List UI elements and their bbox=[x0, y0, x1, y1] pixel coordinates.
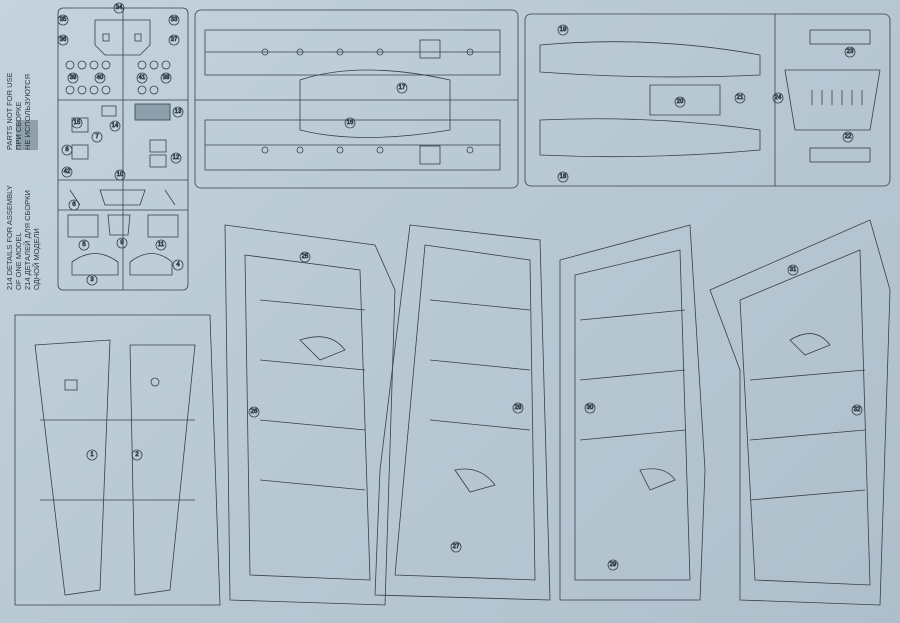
part-label: 22 bbox=[845, 134, 852, 140]
part-label: 5 bbox=[82, 242, 86, 248]
part-label: 8 bbox=[65, 147, 69, 153]
part-label: 1 bbox=[90, 452, 94, 458]
part-label: 18 bbox=[560, 174, 567, 180]
part-label: 41 bbox=[139, 75, 146, 81]
part-label: 11 bbox=[158, 242, 165, 248]
part-label: 28 bbox=[515, 405, 522, 411]
sprue-small-parts bbox=[57, 7, 189, 291]
part-label: 14 bbox=[112, 123, 119, 129]
part-label: 33 bbox=[171, 17, 178, 23]
note-parts-not-for-use: PARTS NOT FOR USE ПРИ СБОРКЕ НЕ ИСПОЛЬЗУ… bbox=[5, 72, 32, 150]
color-swatch bbox=[16, 120, 38, 150]
sprue-wing-left-2 bbox=[374, 224, 551, 601]
sprue-tail bbox=[14, 314, 221, 606]
part-label: 37 bbox=[171, 37, 178, 43]
part-label: 21 bbox=[737, 95, 744, 101]
part-label: 17 bbox=[399, 85, 406, 91]
sprue-wing-right-1 bbox=[709, 219, 891, 606]
part-label: 19 bbox=[560, 27, 567, 33]
part-label: 24 bbox=[775, 95, 782, 101]
part-label: 40 bbox=[97, 75, 104, 81]
part-label: 38 bbox=[163, 75, 170, 81]
part-label: 26 bbox=[251, 409, 258, 415]
part-label: 4 bbox=[176, 262, 180, 268]
part-label: 15 bbox=[74, 120, 81, 126]
part-label: 36 bbox=[60, 37, 67, 43]
part-label: 20 bbox=[677, 99, 684, 105]
part-label: 42 bbox=[64, 169, 71, 175]
note-details-count: 214 DETAILS FOR ASSEMBLY OF ONE MODEL 21… bbox=[5, 185, 41, 290]
part-label: 13 bbox=[175, 109, 182, 115]
part-label: 27 bbox=[453, 544, 460, 550]
sprue-wing-left-1 bbox=[224, 224, 396, 606]
part-label: 23 bbox=[847, 49, 854, 55]
part-label: 30 bbox=[587, 405, 594, 411]
part-label: 39 bbox=[70, 75, 77, 81]
part-label: 35 bbox=[60, 17, 67, 23]
part-label: 34 bbox=[116, 5, 123, 11]
part-label: 29 bbox=[610, 562, 617, 568]
part-label: 10 bbox=[117, 172, 124, 178]
part-label: 3 bbox=[90, 277, 94, 283]
sprue-engine bbox=[524, 13, 891, 187]
part-label: 9 bbox=[120, 240, 124, 246]
part-label: 12 bbox=[173, 155, 180, 161]
sprue-fuselage bbox=[194, 9, 519, 189]
part-label: 31 bbox=[790, 267, 797, 273]
part-label: 32 bbox=[854, 407, 861, 413]
part-label: 25 bbox=[302, 254, 309, 260]
sprue-wing-right-2 bbox=[559, 224, 706, 601]
part-number-markers: 1 2 3 4 5 6 7 8 9 10 11 12 13 14 15 16 1… bbox=[57, 2, 863, 571]
part-label: 16 bbox=[347, 120, 354, 126]
part-label: 6 bbox=[72, 202, 76, 208]
part-label: 7 bbox=[95, 134, 99, 140]
part-label: 2 bbox=[135, 452, 139, 458]
